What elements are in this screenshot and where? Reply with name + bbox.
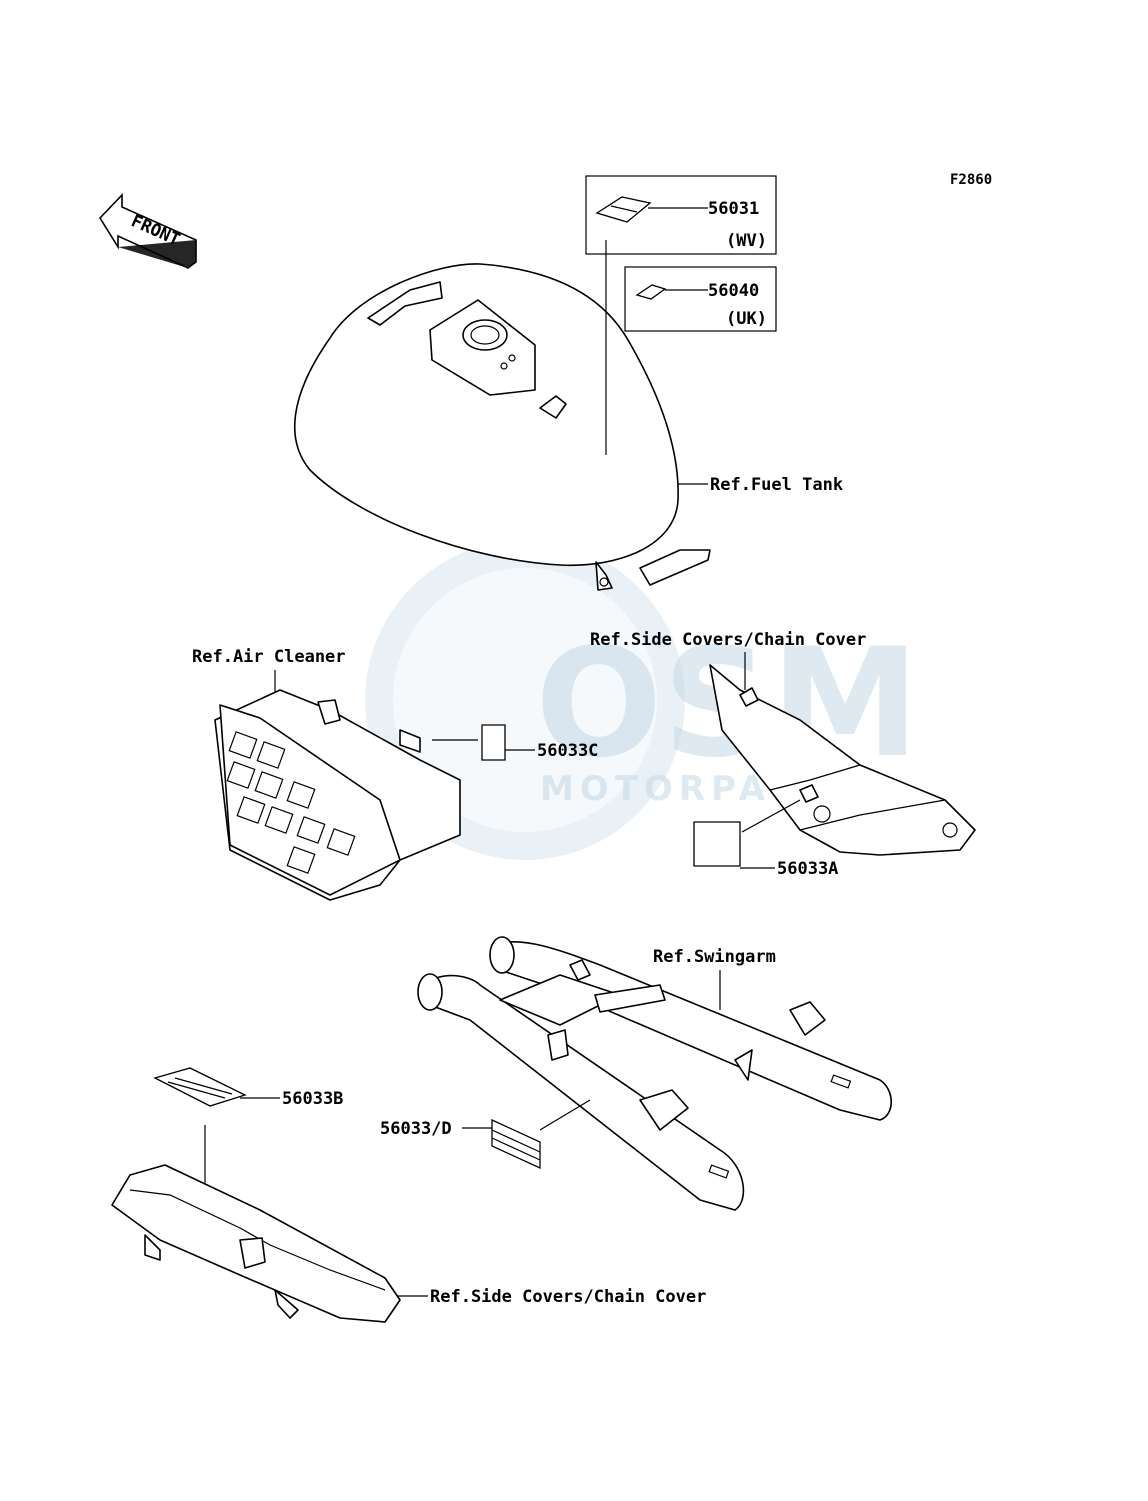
box-56031 <box>585 175 777 255</box>
chain-cover-bottom <box>111 1164 401 1323</box>
part-56033c: 56033C <box>537 741 598 761</box>
part-56040: 56040 <box>708 281 759 301</box>
ref-fuel-tank-label: Ref.Fuel Tank <box>710 475 843 495</box>
box-56040 <box>624 266 777 332</box>
part-56033b: 56033B <box>282 1089 343 1109</box>
region-wv: (WV) <box>726 231 767 251</box>
decal-56033c <box>481 724 506 761</box>
decal-56033d <box>491 1118 541 1170</box>
part-56033a: 56033A <box>777 859 838 879</box>
ref-side-covers-top-label: Ref.Side Covers/Chain Cover <box>590 630 866 650</box>
swingarm <box>417 936 893 1211</box>
decal-56033b <box>153 1067 247 1107</box>
region-uk: (UK) <box>726 309 767 329</box>
part-56031: 56031 <box>708 199 759 219</box>
fuel-tank <box>293 263 711 591</box>
side-cover-top <box>709 664 976 856</box>
air-cleaner <box>214 689 461 901</box>
ref-swingarm-label: Ref.Swingarm <box>653 947 776 967</box>
ref-air-cleaner-label: Ref.Air Cleaner <box>192 647 346 667</box>
ref-side-covers-bottom-label: Ref.Side Covers/Chain Cover <box>430 1287 706 1307</box>
front-arrow-icon: FRONT <box>98 193 197 269</box>
figure-code: F2860 <box>950 172 992 188</box>
decal-56033a <box>693 821 741 867</box>
part-56033d: 56033/D <box>380 1119 452 1139</box>
